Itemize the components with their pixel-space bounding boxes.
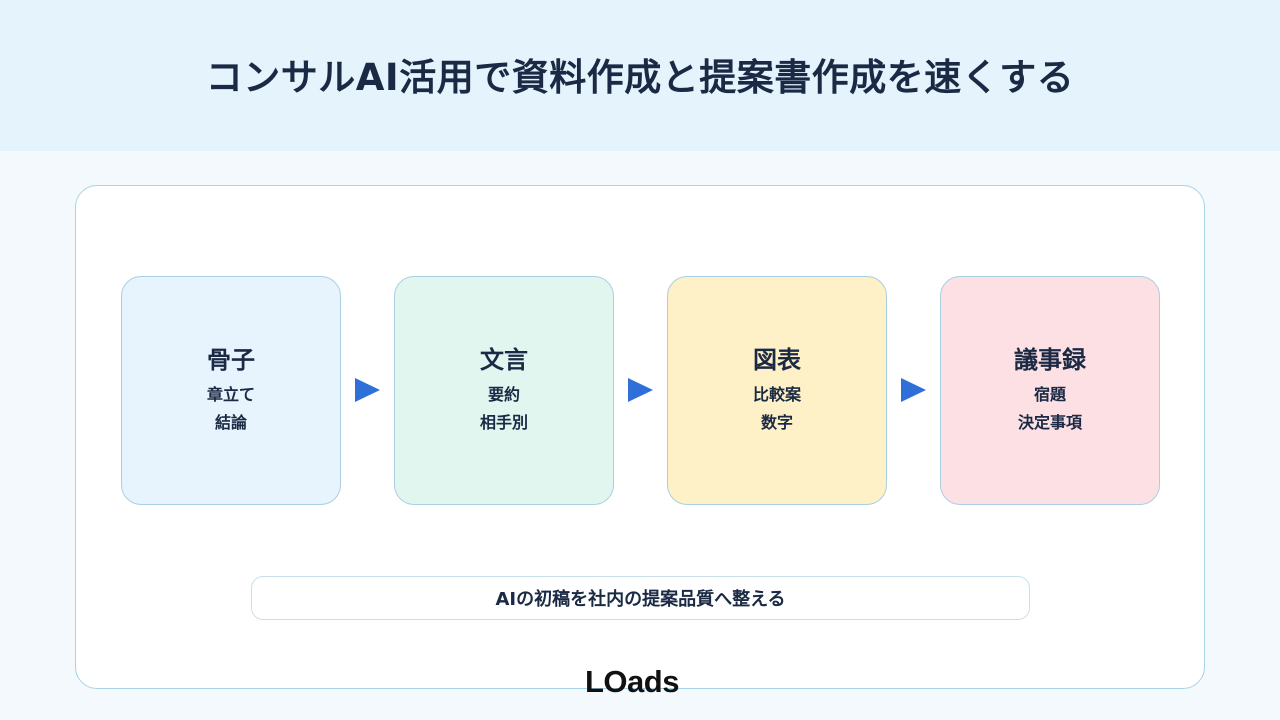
step-card-wording: 文言 要約 相手別 bbox=[394, 276, 614, 505]
step-card-skeleton: 骨子 章立て 結論 bbox=[121, 276, 341, 505]
step-detail: 決定事項 bbox=[1017, 412, 1082, 432]
page-title: コンサルAI活用で資料作成と提案書作成を速くする bbox=[205, 56, 1075, 99]
step-detail: 結論 bbox=[214, 412, 247, 432]
step-card-minutes: 議事録 宿題 決定事項 bbox=[940, 276, 1160, 505]
logo-text: LOads bbox=[585, 664, 679, 699]
step-card-charts: 図表 比較案 数字 bbox=[667, 276, 887, 505]
arrow-right-icon bbox=[628, 378, 653, 402]
summary-note: AIの初稿を社内の提案品質へ整える bbox=[251, 576, 1030, 620]
step-detail: 要約 bbox=[487, 384, 520, 404]
step-detail: 章立て bbox=[206, 384, 255, 404]
step-detail: 比較案 bbox=[752, 384, 801, 404]
arrow-right-icon bbox=[901, 378, 926, 402]
step-title: 文言 bbox=[480, 345, 528, 374]
header-band bbox=[0, 0, 1280, 151]
step-title: 骨子 bbox=[207, 345, 255, 374]
step-detail: 数字 bbox=[760, 412, 793, 432]
step-detail: 宿題 bbox=[1033, 384, 1066, 404]
arrow-right-icon bbox=[355, 378, 380, 402]
step-title: 図表 bbox=[753, 345, 801, 374]
loads-logo: LOads bbox=[585, 664, 679, 699]
step-title: 議事録 bbox=[1014, 345, 1086, 374]
step-detail: 相手別 bbox=[479, 412, 528, 432]
